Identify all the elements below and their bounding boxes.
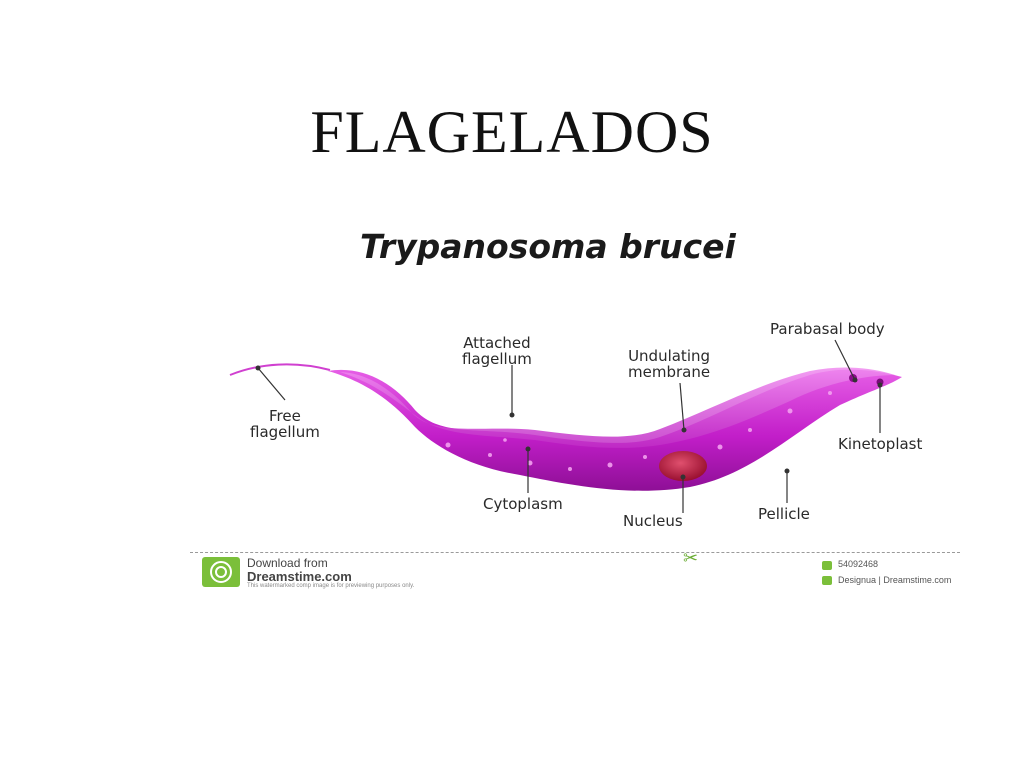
label-undulating-membrane: Undulating membrane [628,347,711,381]
scissors-icon: ✂ [683,548,699,568]
dreamstime-swirl-icon [210,561,232,583]
watermark-note: This watermarked comp image is for previ… [247,583,415,589]
leader-dots [255,365,883,480]
label-attached-flagellum: Attached flagellum [462,334,532,368]
label-nucleus: Nucleus [623,512,683,530]
free-flagellum-strand [229,363,331,376]
slide-title: FLAGELADOS [310,99,714,165]
watermark-divider [190,552,960,553]
label-cytoplasm: Cytoplasm [483,495,563,513]
undulating-membrane-shape [340,367,895,448]
dreamstime-site-text: Dreamstime.com [247,569,352,584]
label-pellicle: Pellicle [758,505,810,523]
image-id-text: 54092468 [838,559,879,569]
label-parabasal-body: Parabasal body [770,320,885,338]
copyright-icon [822,576,832,585]
download-from-text: Download from [247,556,328,570]
image-id-icon [822,561,832,570]
dreamstime-logo-icon [202,557,240,587]
trypanosoma-diagram: Trypanosoma brucei Free flagellum Attach… [190,215,965,600]
nucleus-shape [659,451,707,481]
trypanosoma-illustration [229,339,902,513]
label-kinetoplast: Kinetoplast [838,435,923,453]
credit-text: Designua | Dreamstime.com [838,575,952,585]
leader-lines [257,339,881,513]
figure-title: Trypanosoma brucei [360,227,736,266]
label-free-flagellum: Free flagellum [250,407,320,441]
